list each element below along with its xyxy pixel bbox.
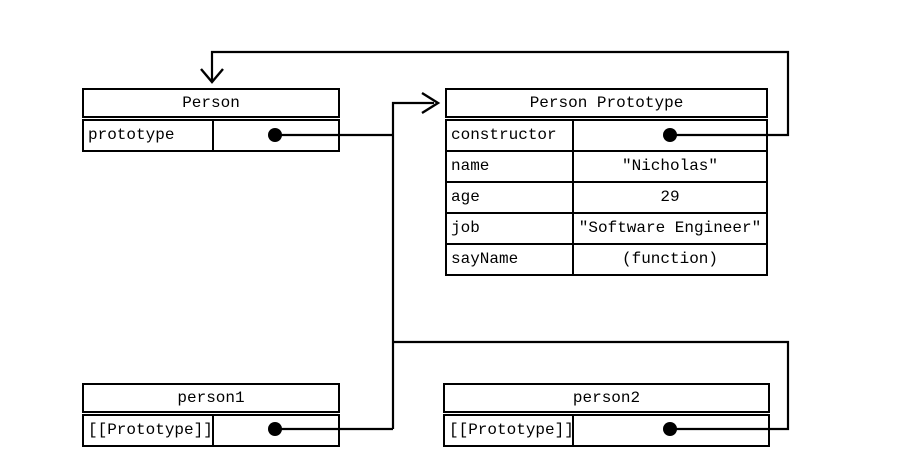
wire-trunk-to-person-prototype — [391, 101, 434, 429]
table-row: constructor — [447, 121, 766, 150]
person1-box-body: [[Prototype]] — [82, 414, 340, 447]
table-row: job "Software Engineer" — [447, 212, 766, 243]
table-row: prototype — [84, 121, 338, 150]
proto-row-sayname-value: (function) — [621, 250, 718, 268]
person-row-prototype-value — [214, 121, 338, 150]
proto-row-constructor-value — [574, 121, 766, 150]
person2-box: person2 [[Prototype]] — [443, 383, 770, 447]
person2-box-title: person2 — [443, 383, 770, 413]
table-row: age 29 — [447, 181, 766, 212]
proto-row-sayname-key: sayName — [447, 245, 574, 274]
proto-row-name-value: "Nicholas" — [621, 157, 718, 175]
proto-row-age-key: age — [447, 183, 574, 212]
person-prototype-box-body: constructor name "Nicholas" age 29 job "… — [445, 119, 768, 276]
proto-row-constructor-key: constructor — [447, 121, 574, 150]
person-box-body: prototype — [82, 119, 340, 152]
proto-row-job-value: "Software Engineer" — [578, 219, 762, 237]
proto-row-age-value: 29 — [660, 188, 680, 206]
person-prototype-box: Person Prototype constructor name "Nicho… — [445, 88, 768, 276]
table-row: name "Nicholas" — [447, 150, 766, 181]
person-box-title: Person — [82, 88, 340, 118]
person2-row-prototype-key: [[Prototype]] — [445, 416, 574, 445]
person1-box-title: person1 — [82, 383, 340, 413]
person2-row-prototype-value — [574, 416, 768, 445]
table-row: [[Prototype]] — [84, 416, 338, 445]
arrowhead-right-icon — [421, 91, 441, 115]
person1-row-prototype-key: [[Prototype]] — [84, 416, 214, 445]
proto-row-name-key: name — [447, 152, 574, 181]
person1-row-prototype-value — [214, 416, 338, 445]
person-row-prototype-key: prototype — [84, 121, 214, 150]
person-box: Person prototype — [82, 88, 340, 152]
proto-row-job-key: job — [447, 214, 574, 243]
arrowhead-down-icon — [200, 68, 224, 84]
person-prototype-box-title: Person Prototype — [445, 88, 768, 118]
person2-box-body: [[Prototype]] — [443, 414, 770, 447]
person1-box: person1 [[Prototype]] — [82, 383, 340, 447]
table-row: [[Prototype]] — [445, 416, 768, 445]
table-row: sayName (function) — [447, 243, 766, 274]
